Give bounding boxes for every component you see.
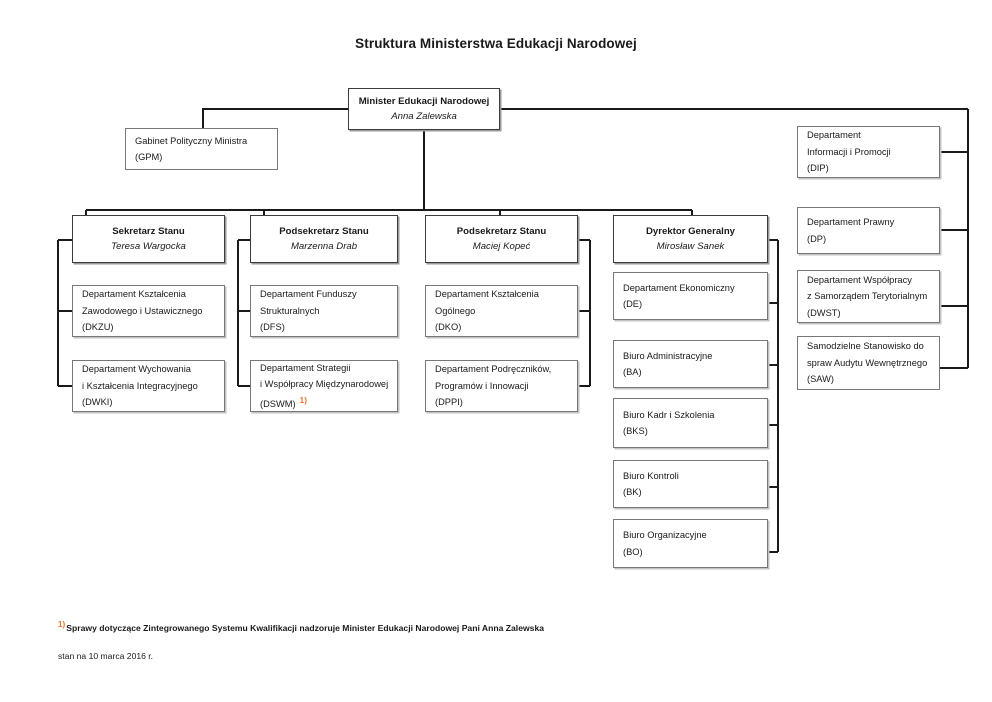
unit-line-1: Departament Kształcenia: [435, 289, 539, 300]
node-dip[interactable]: Departament Informacji i Promocji (DIP): [797, 126, 940, 178]
unit-line-2: spraw Audytu Wewnętrznego: [807, 357, 928, 368]
unit-line-3: (DWKI): [82, 397, 113, 408]
unit-line-2: (BA): [623, 367, 642, 377]
footnote-marker-icon: 1): [58, 620, 66, 629]
unit-line-3: (DIP): [807, 163, 829, 174]
node-saw[interactable]: Samodzielne Stanowisko do spraw Audytu W…: [797, 336, 940, 390]
unit-line-2: i Kształcenia Integracyjnego: [82, 380, 198, 391]
exec-person: Teresa Wargocka: [111, 241, 186, 252]
unit-line-1: Biuro Administracyjne: [623, 350, 713, 361]
exec-role: Dyrektor Generalny: [645, 226, 736, 237]
unit-line-2: (DP): [807, 233, 827, 244]
node-dwst[interactable]: Departament Współpracy z Samorządem Tery…: [797, 270, 940, 323]
exec-role: Podsekretarz Stanu: [456, 226, 547, 237]
exec-person: Maciej Kopeć: [472, 241, 531, 252]
unit-line-2: z Samorządem Terytorialnym: [807, 291, 928, 302]
unit-line-3: (DWST): [807, 307, 841, 318]
unit-abbrev: (DSWM): [260, 398, 296, 409]
unit-line-1: Departament Kształcenia: [82, 289, 186, 300]
unit-line-2: Ogólnego: [435, 305, 476, 316]
unit-line-2: (DE): [623, 299, 643, 309]
unit-line-1: Departament Ekonomiczny: [623, 282, 735, 293]
unit-line-2: Programów i Innowacji: [435, 380, 529, 391]
node-dp[interactable]: Departament Prawny (DP): [797, 207, 940, 254]
minister-role: Minister Edukacji Narodowej: [358, 96, 490, 107]
unit-line-2: (BO): [623, 546, 643, 557]
unit-line-3: (DPPI): [435, 397, 463, 408]
unit-line-3: (DKZU): [82, 322, 114, 333]
node-dkzu[interactable]: Departament Kształcenia Zawodowego i Ust…: [72, 285, 225, 337]
exec-person: Marzenna Drab: [290, 241, 358, 252]
unit-line-2: Zawodowego i Ustawicznego: [82, 305, 203, 316]
footnote-marker-icon: 1): [299, 395, 307, 405]
unit-line-1: Departament Strategii: [260, 362, 351, 373]
footnote-1-text: Sprawy dotyczące Zintegrowanego Systemu …: [66, 622, 545, 633]
unit-line-1: Departament: [807, 130, 861, 141]
unit-line-2: i Współpracy Międzynarodowej: [260, 379, 389, 390]
node-bks[interactable]: Biuro Kadr i Szkolenia (BKS): [613, 398, 768, 448]
unit-line-2: (BK): [623, 487, 642, 497]
unit-line-2: Informacji i Promocji: [807, 146, 891, 157]
footnote-2: stan na 10 marca 2016 r.: [58, 651, 154, 661]
node-dko[interactable]: Departament Kształcenia Ogólnego (DKO): [425, 285, 578, 337]
node-sekretarz-stanu[interactable]: Sekretarz Stanu Teresa Wargocka: [72, 215, 225, 263]
exec-person: Mirosław Sanek: [656, 241, 725, 252]
minister-person: Anna Zalewska: [391, 111, 457, 122]
unit-line-1: Gabinet Polityczny Ministra: [135, 135, 248, 146]
unit-line-1: Biuro Organizacyjne: [623, 530, 707, 540]
unit-line-2: (GPM): [135, 152, 163, 162]
unit-line-1: Departament Prawny: [807, 217, 895, 227]
node-dfs[interactable]: Departament Funduszy Strukturalnych (DFS…: [250, 285, 398, 337]
unit-line-3: (SAW): [807, 374, 835, 385]
node-bk[interactable]: Biuro Kontroli (BK): [613, 460, 768, 508]
unit-line-1: Departament Podręczników,: [435, 364, 552, 375]
unit-line-1: Departament Wychowania: [82, 364, 191, 375]
unit-line-2: (BKS): [623, 426, 648, 436]
node-de[interactable]: Departament Ekonomiczny (DE): [613, 272, 768, 320]
unit-line-3: (DKO): [435, 322, 462, 333]
node-dppi[interactable]: Departament Podręczników, Programów i In…: [425, 360, 578, 412]
node-bo[interactable]: Biuro Organizacyjne (BO): [613, 519, 768, 568]
unit-line-3: (DSWM)1): [260, 393, 397, 413]
unit-line-3: (DFS): [260, 322, 285, 333]
node-dswm[interactable]: Departament Strategii i Współpracy Międz…: [250, 360, 398, 412]
unit-line-1: Biuro Kontroli: [623, 470, 679, 481]
node-dyrektor-generalny[interactable]: Dyrektor Generalny Mirosław Sanek: [613, 215, 768, 263]
node-podsekretarz-stanu-drab[interactable]: Podsekretarz Stanu Marzenna Drab: [250, 215, 398, 263]
node-dwki[interactable]: Departament Wychowania i Kształcenia Int…: [72, 360, 225, 412]
node-ba[interactable]: Biuro Administracyjne (BA): [613, 340, 768, 388]
unit-line-1: Departament Współpracy: [807, 274, 912, 285]
unit-line-1: Biuro Kadr i Szkolenia: [623, 409, 715, 420]
page-title: Struktura Ministerstwa Edukacji Narodowe…: [355, 36, 637, 51]
exec-role: Sekretarz Stanu: [112, 226, 185, 237]
unit-line-2: Strukturalnych: [260, 305, 320, 316]
node-gabinet-polityczny-ministra[interactable]: Gabinet Polityczny Ministra (GPM): [125, 128, 278, 170]
node-podsekretarz-stanu-kopec[interactable]: Podsekretarz Stanu Maciej Kopeć: [425, 215, 578, 263]
node-minister[interactable]: Minister Edukacji Narodowej Anna Zalewsk…: [348, 88, 500, 130]
footnote-1: 1)Sprawy dotyczące Zintegrowanego System…: [58, 618, 544, 635]
exec-role: Podsekretarz Stanu: [279, 226, 369, 237]
unit-line-1: Samodzielne Stanowisko do: [807, 341, 924, 352]
unit-line-1: Departament Funduszy: [260, 289, 357, 300]
